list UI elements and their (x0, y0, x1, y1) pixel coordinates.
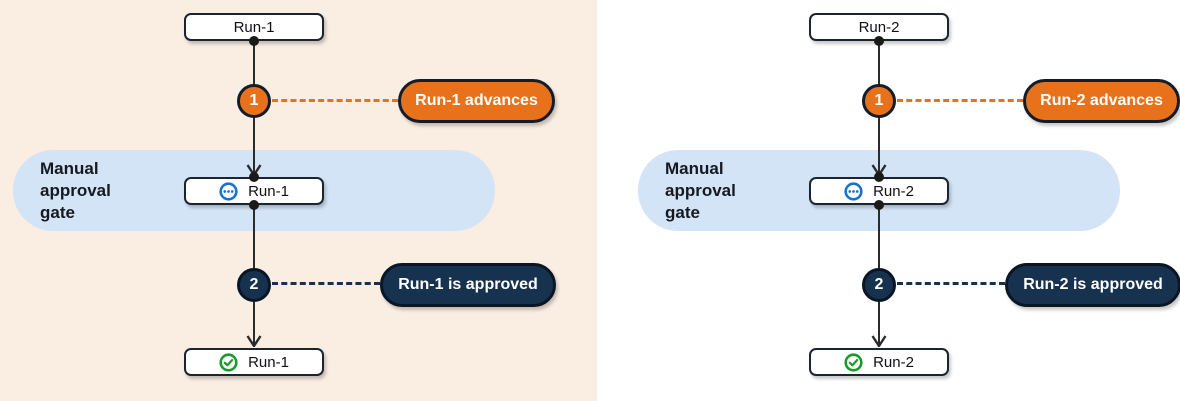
step2-dashed-connector (272, 282, 380, 285)
approved-check-icon (219, 352, 238, 372)
arrow-down-icon (246, 334, 262, 349)
connector-dot (874, 200, 884, 210)
run-approved-node: Run-1 (184, 348, 324, 376)
connector-dot (249, 200, 259, 210)
connector-line (253, 41, 255, 86)
connector-line (253, 300, 255, 346)
connector-dot (249, 172, 259, 182)
step-2-badge: 2 (237, 268, 271, 302)
arrow-down-icon (871, 334, 887, 349)
step1-dashed-connector (897, 99, 1023, 102)
connector-dot (874, 172, 884, 182)
pending-ellipsis-icon (219, 181, 238, 201)
connector-dot (874, 36, 884, 46)
node-label: Run-1 (233, 18, 275, 36)
node-label: Run-1 (248, 353, 289, 371)
connector-line (253, 205, 255, 270)
step-1-callout: Run-1 advances (398, 79, 555, 123)
pending-ellipsis-icon (844, 181, 863, 201)
connector-line (253, 116, 255, 175)
node-label: Run-2 (873, 182, 914, 200)
node-label: Run-1 (248, 182, 289, 200)
run-approved-node: Run-2 (809, 348, 949, 376)
step2-dashed-connector (897, 282, 1005, 285)
step-2-callout: Run-2 is approved (1005, 263, 1180, 307)
manual-approval-gate-label: Manual approval gate (40, 158, 111, 222)
connector-line (878, 116, 880, 175)
step-1-badge: 1 (862, 84, 896, 118)
step-1-badge: 1 (237, 84, 271, 118)
node-label: Run-2 (873, 353, 914, 371)
connector-line (878, 300, 880, 346)
approved-check-icon (844, 352, 863, 372)
step-2-callout: Run-1 is approved (380, 263, 556, 307)
connector-dot (249, 36, 259, 46)
step-1-callout: Run-2 advances (1023, 79, 1180, 123)
node-label: Run-2 (858, 18, 900, 36)
manual-approval-gate-label: Manual approval gate (665, 158, 736, 222)
step1-dashed-connector (272, 99, 398, 102)
connector-line (878, 41, 880, 86)
step-2-badge: 2 (862, 268, 896, 302)
connector-line (878, 205, 880, 270)
